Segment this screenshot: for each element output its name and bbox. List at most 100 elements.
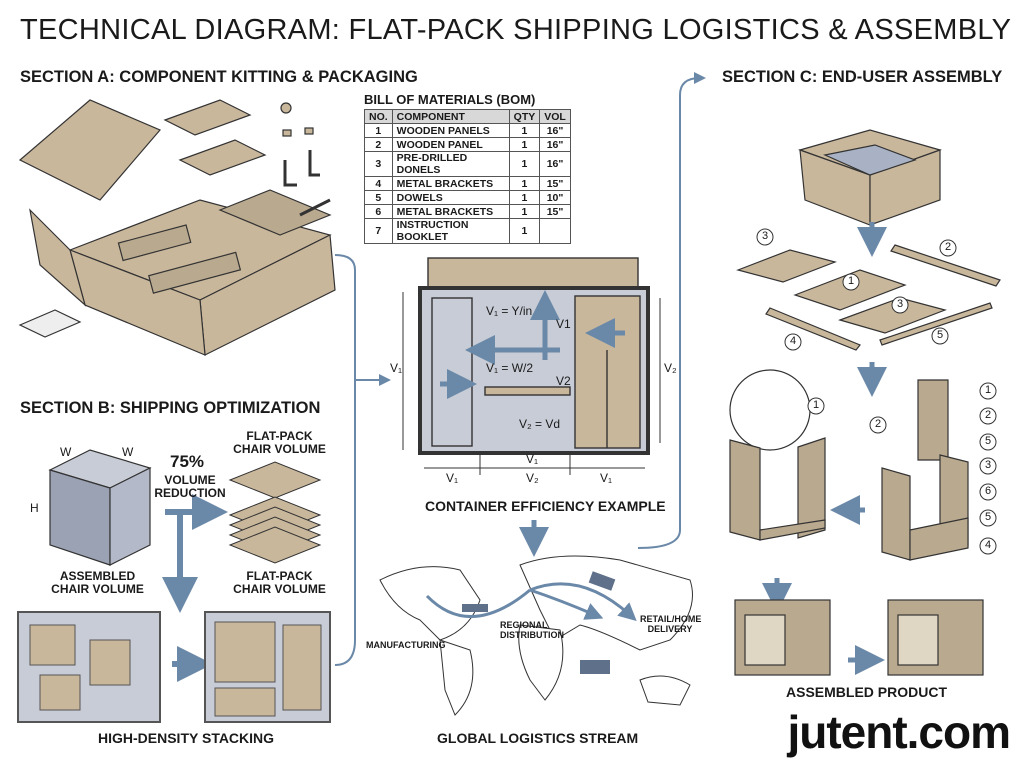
truck-icon [588, 571, 616, 591]
unboxing-illustration [798, 129, 942, 226]
callout-number: 1 [984, 384, 992, 396]
bom-cell: WOODEN PANEL [391, 137, 510, 152]
dim-label: V₁ [390, 361, 403, 375]
callout-number: 4 [984, 539, 992, 551]
map-label-manufacturing: MANUFACTURING [366, 640, 446, 650]
ship-icon [462, 604, 488, 612]
bom-cell: 5 [364, 190, 393, 205]
dim-label: W [122, 445, 134, 459]
container-arrows [440, 290, 625, 557]
exploded-panels [18, 99, 331, 338]
map-label-retail: RETAIL/HOME DELIVERY [640, 614, 702, 634]
equation-label: V₁ = Y/in [486, 304, 533, 318]
flat-panels [736, 244, 1001, 351]
bom-cell: 1 [508, 137, 541, 152]
bom-cell: INSTRUCTION BOOKLET [391, 218, 510, 244]
open-shipping-box [18, 99, 336, 356]
flatpack-volume-label: FLAT-PACK CHAIR VOLUME [233, 569, 326, 596]
callout-number: 1 [812, 399, 820, 411]
dim-label: V2 [556, 374, 571, 388]
callout-number: 3 [984, 459, 992, 471]
page-title: TECHNICAL DIAGRAM: FLAT-PACK SHIPPING LO… [20, 14, 1012, 46]
bom-cell: 1 [508, 190, 541, 205]
map-label-regional: REGIONAL DISTRIBUTION [500, 620, 564, 640]
bom-cell: 4 [364, 176, 393, 191]
bom-cell: PRE-DRILLED DONELS [391, 151, 510, 177]
reduction-percent: 75% [170, 452, 205, 471]
dim-label: V₁ [526, 452, 539, 466]
bom-cell: 1 [508, 218, 541, 244]
bom-cell: WOODEN PANELS [391, 123, 510, 138]
assembled-cube [48, 449, 152, 566]
bom-cell: 15" [539, 176, 571, 191]
bom-cell: 16" [539, 137, 571, 152]
bom-col-vol: VOL [539, 109, 571, 124]
bom-cell: 6 [364, 204, 393, 219]
dim-label: V1 [556, 317, 571, 331]
bom-cell: 1 [508, 176, 541, 191]
callout-number: 2 [874, 418, 882, 430]
bom-cell: 1 [508, 204, 541, 219]
bom-header-row: NO. COMPONENT QTY VOL [364, 109, 571, 124]
bom-cell: 3 [364, 151, 393, 177]
callout-number: 4 [789, 335, 797, 347]
callout-number: 3 [896, 298, 904, 310]
flow-arrows-b [162, 494, 228, 682]
container-caption: CONTAINER EFFICIENCY EXAMPLE [425, 498, 666, 514]
assembled-product-caption: ASSEMBLED PRODUCT [786, 684, 948, 700]
dim-label: V₁ [446, 471, 459, 485]
bom-cell: METAL BRACKETS [391, 176, 510, 191]
bom-cell: DOWELS [391, 190, 510, 205]
dim-label: H [30, 501, 39, 515]
flatpack-volume-label: FLAT-PACK CHAIR VOLUME [233, 429, 326, 456]
section-c-heading: SECTION C: END-USER ASSEMBLY [722, 68, 1003, 86]
logistics-caption: GLOBAL LOGISTICS STREAM [437, 730, 639, 746]
callout-number: 3 [761, 230, 769, 242]
bom-heading: BILL OF MATERIALS (BOM) [364, 92, 536, 107]
equation-label: V₂ = Vd [519, 417, 561, 431]
callout-number: 2 [944, 241, 952, 253]
world-map [379, 555, 693, 716]
bom-cell: 15" [539, 204, 571, 219]
bom-cell: 1 [364, 123, 393, 138]
stacking-caption: HIGH-DENSITY STACKING [98, 730, 275, 746]
bom-cell: 16" [539, 123, 571, 138]
section-b-heading: SECTION B: SHIPPING OPTIMIZATION [20, 399, 321, 417]
bom-col-component: COMPONENT [391, 109, 510, 124]
callout-number: 6 [984, 485, 992, 497]
logistics-routes [425, 582, 637, 622]
callout-circles [756, 228, 997, 555]
dim-label: V₂ [526, 471, 539, 485]
bill-of-materials: BILL OF MATERIALS (BOM) NO. COMPONENT QT… [364, 92, 571, 244]
dim-label: W [60, 445, 72, 459]
truck-icon [580, 660, 610, 674]
reduction-text: VOLUME REDUCTION [154, 473, 226, 500]
stacking-containers [17, 611, 331, 723]
equation-label: V₁ = W/2 [486, 361, 534, 375]
flatpack-stack [228, 461, 322, 564]
bom-cell: METAL BRACKETS [391, 204, 510, 219]
callout-number: 5 [984, 511, 992, 523]
bom-cell [539, 218, 571, 244]
bom-col-no: NO. [364, 109, 393, 124]
assembly-arrows [762, 222, 887, 675]
bom-cell: 7 [364, 218, 393, 244]
bom-cell: 2 [364, 137, 393, 152]
bom-cell: 1 [508, 123, 541, 138]
assembled-volume-label: ASSEMBLED CHAIR VOLUME [51, 569, 144, 596]
dim-label: V₂ [664, 361, 677, 375]
cabinet-assembly [729, 369, 984, 676]
bom-col-qty: QTY [508, 109, 541, 124]
watermark-logo: jutent.com [787, 706, 1011, 758]
callout-number: 5 [936, 329, 944, 341]
bom-cell: 16" [539, 151, 571, 177]
